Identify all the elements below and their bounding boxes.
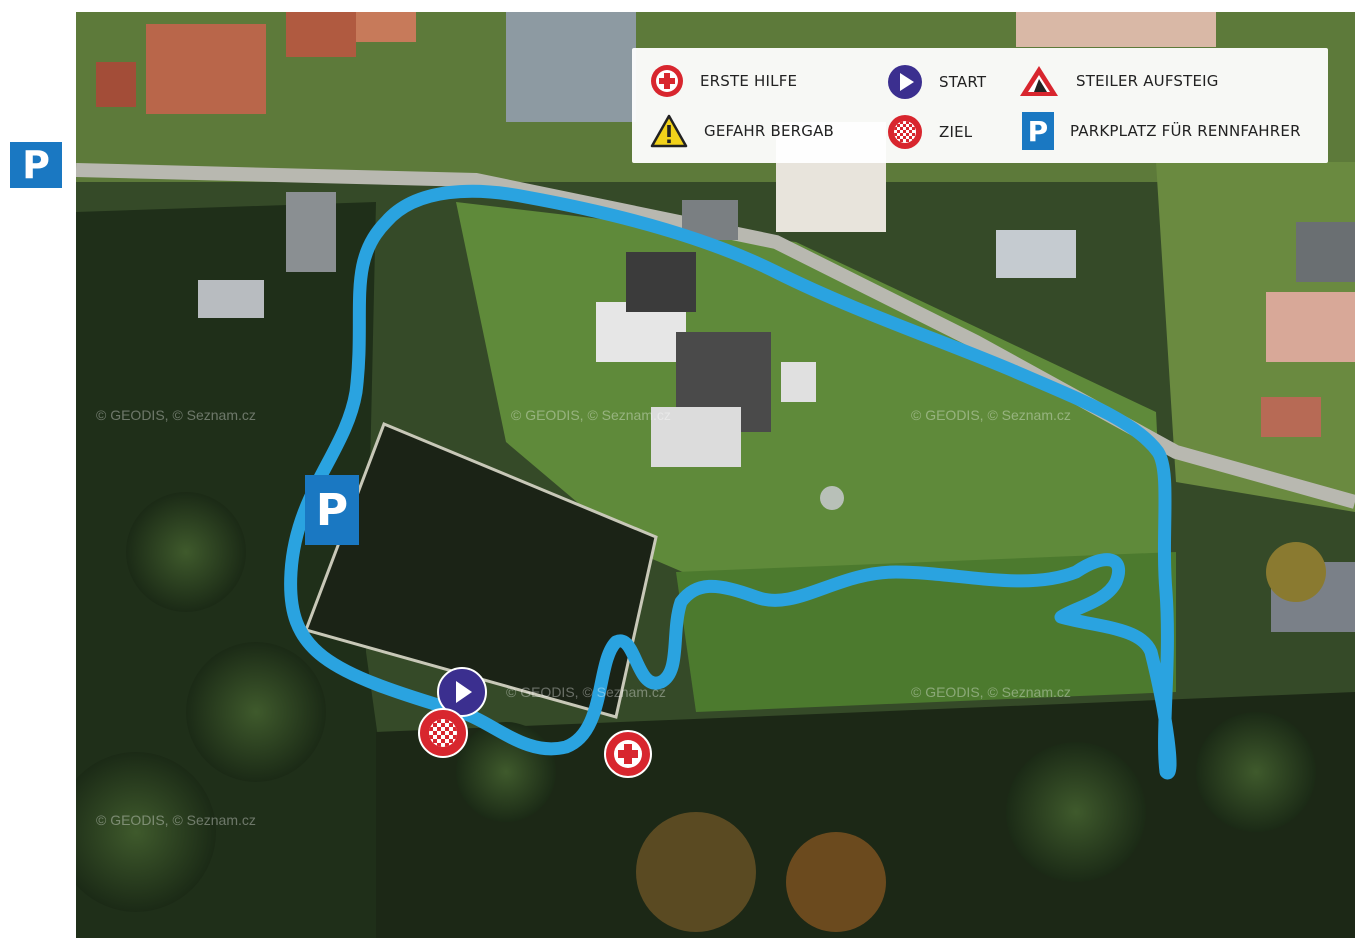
parking-sign-label: P xyxy=(315,484,349,536)
parking-sign-outside: P xyxy=(10,142,62,188)
start-play-icon xyxy=(456,681,472,703)
legend-item-danger: GEFAHR BERGAB xyxy=(650,114,834,148)
legend-label: ZIEL xyxy=(939,123,973,141)
legend-label: ERSTE HILFE xyxy=(700,72,798,90)
map-watermark: © GEODIS, © Seznam.cz xyxy=(911,684,1071,700)
legend-label: START xyxy=(939,73,987,91)
legend-label: GEFAHR BERGAB xyxy=(704,122,835,140)
legend-item-start: START xyxy=(887,64,986,100)
checkered-flag-icon xyxy=(888,115,922,149)
map-watermark: © GEODIS, © Seznam.cz xyxy=(96,407,256,423)
map-watermark: © GEODIS, © Seznam.cz xyxy=(506,684,666,700)
parking-icon: P xyxy=(1022,112,1054,150)
first-aid-icon xyxy=(651,65,683,97)
legend-label: STEILER AUFSTEIG xyxy=(1076,72,1219,90)
map-watermark: © GEODIS, © Seznam.cz xyxy=(511,407,671,423)
map-watermark: © GEODIS, © Seznam.cz xyxy=(911,407,1071,423)
map-watermark: © GEODIS, © Seznam.cz xyxy=(96,812,256,828)
parking-sign-label: P xyxy=(22,143,50,187)
legend-item-parking: P PARKPLATZ FÜR RENNFAHRER xyxy=(1022,112,1301,150)
legend-item-finish: ZIEL xyxy=(887,114,972,150)
legend-label: PARKPLATZ FÜR RENNFAHRER xyxy=(1070,122,1301,140)
map-legend: ERSTE HILFE START STEILER AUFSTEIG GEFAH… xyxy=(632,48,1328,163)
race-route xyxy=(284,184,1177,780)
parking-icon-label: P xyxy=(1027,114,1049,148)
first-aid-marker[interactable] xyxy=(604,730,652,778)
first-aid-icon xyxy=(614,740,642,768)
aerial-map[interactable]: © GEODIS, © Seznam.cz © GEODIS, © Seznam… xyxy=(76,12,1355,938)
legend-item-steep: STEILER AUFSTEIG xyxy=(1018,64,1219,98)
parking-sign-map[interactable]: P xyxy=(305,475,359,545)
checkered-flag-icon xyxy=(429,719,457,747)
start-play-icon xyxy=(888,65,922,99)
warning-icon xyxy=(650,114,688,148)
steep-climb-icon xyxy=(1020,66,1058,96)
legend-item-first-aid: ERSTE HILFE xyxy=(650,64,797,98)
finish-marker[interactable] xyxy=(418,708,468,758)
